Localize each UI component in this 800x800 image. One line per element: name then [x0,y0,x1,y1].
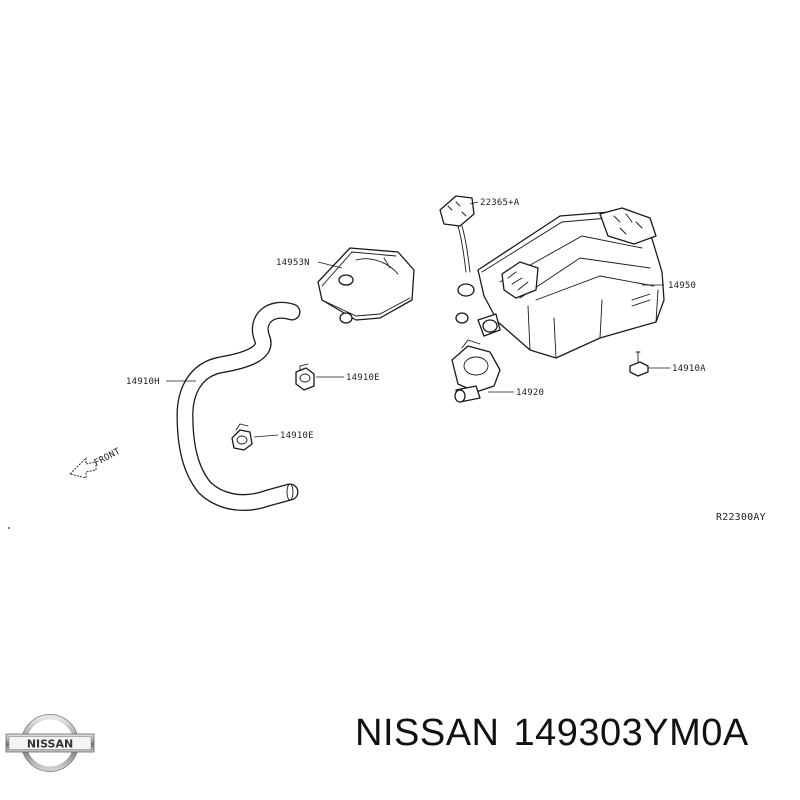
callout-14920: 14920 [516,388,544,398]
connector-22365a [439,195,475,273]
part-number: 149303YM0A [513,712,749,754]
callout-22365a: 22365+A [480,198,520,208]
canister-14950 [455,207,665,359]
callout-14910a: 14910A [672,364,706,374]
valve-14920 [451,339,501,403]
drawing-reference: R22300AY [716,512,766,523]
brand-name: NISSAN [355,712,500,754]
callout-14910e-upper: 14910E [346,373,380,383]
nissan-logo: NISSAN [5,714,95,772]
bolt-14910a [629,351,649,377]
front-arrow: FRONT [69,446,123,479]
clamp-14910e-lower [231,423,253,451]
front-label: FRONT [93,446,123,468]
drain-filter-14953n [317,247,415,324]
part-caption: NISSAN 149303YM0A [355,712,749,755]
leader-lines [166,201,670,438]
hose-14910h [176,301,301,512]
callout-14953n: 14953N [276,258,310,268]
logo-text: NISSAN [27,738,73,751]
clamp-14910e-upper [295,363,315,391]
callout-14950: 14950 [668,281,696,291]
callout-14910h: 14910H [126,377,160,387]
callout-14910e-lower: 14910E [280,431,314,441]
